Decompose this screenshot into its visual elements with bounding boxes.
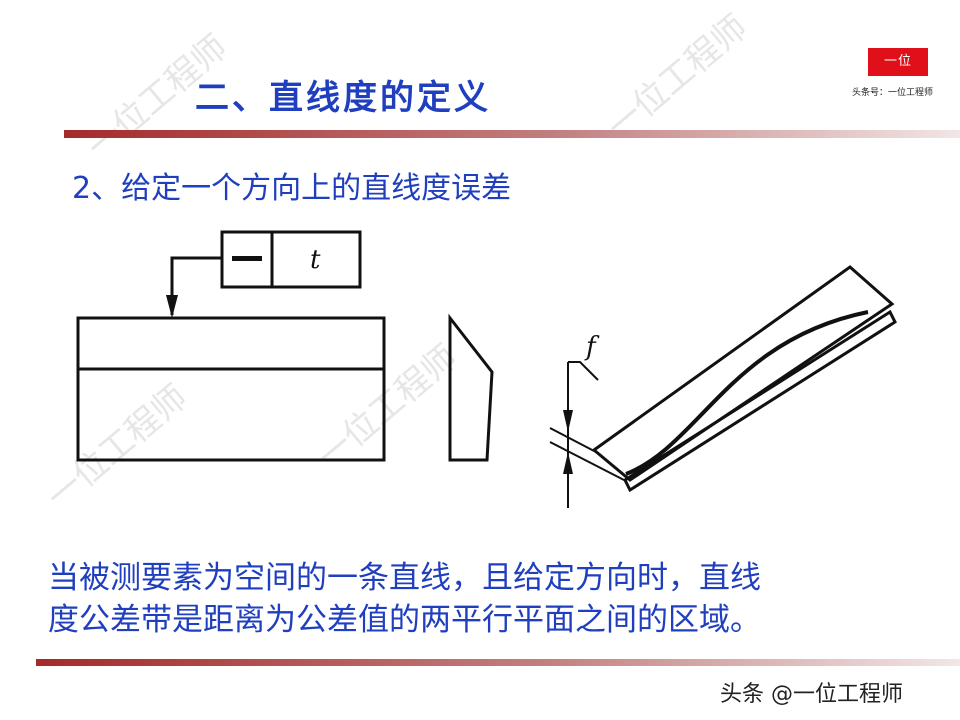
- straightness-symbol: [232, 256, 262, 261]
- leader-arrowhead: [166, 295, 178, 318]
- dimension-leader: [568, 361, 599, 381]
- deviation-label: f: [584, 332, 600, 362]
- extension-line: [549, 427, 597, 453]
- dimension-arrowhead: [563, 410, 573, 432]
- footer-divider: [36, 659, 960, 666]
- part-front-view: [76, 316, 386, 462]
- upper-plane: [591, 265, 895, 482]
- footer-attribution: 头条 @一位工程师: [720, 682, 903, 707]
- title-divider: [64, 130, 960, 138]
- definition-text-line1: 当被测要素为空间的一条直线，且给定方向时，直线: [48, 560, 761, 596]
- brand-logo: 一位: [868, 48, 928, 76]
- extension-line: [549, 441, 625, 481]
- leader-line: [170, 256, 222, 315]
- part-side-view: [448, 313, 494, 462]
- slide-title: 二、直线度的定义: [195, 78, 491, 118]
- section-heading: 2、给定一个方向上的直线度误差: [72, 171, 512, 206]
- tolerance-label: t: [310, 245, 321, 275]
- measured-line: [625, 310, 869, 476]
- logo-caption: 头条号：一位工程师: [852, 88, 934, 98]
- definition-text-line2: 度公差带是距离为公差值的两平行平面之间的区域。: [48, 602, 761, 638]
- dimension-arrowhead: [563, 452, 573, 474]
- lower-plane: [623, 309, 897, 493]
